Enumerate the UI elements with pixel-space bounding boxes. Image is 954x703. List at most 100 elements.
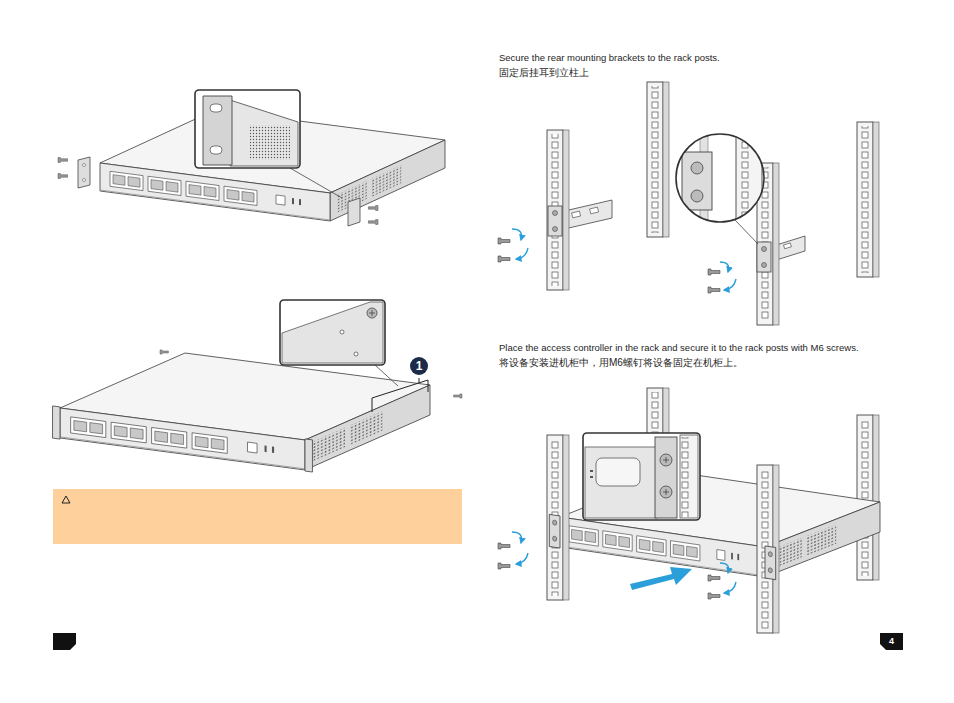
zoom-inset (250, 125, 290, 160)
mounting-ear (549, 514, 560, 548)
zoom-inset (367, 308, 377, 318)
rear-bracket (784, 243, 792, 249)
screw (708, 269, 720, 275)
rack-post (563, 130, 569, 290)
turn-arrow (512, 229, 522, 240)
zoom-inset (195, 90, 300, 168)
screw (498, 563, 510, 569)
zoom-inset (210, 146, 222, 154)
access-controller (560, 517, 765, 577)
zoom-inset (663, 489, 669, 495)
rack-post (563, 435, 569, 600)
mounting-ear (757, 242, 771, 272)
caution-box (62, 496, 70, 503)
page-tab (53, 633, 903, 650)
rack-post (857, 415, 873, 580)
turn-arrow (516, 248, 528, 259)
mounting-ear (768, 568, 772, 574)
screw (498, 238, 510, 244)
zoom-inset (676, 134, 764, 222)
zoom-inset (583, 433, 700, 520)
zoom-inset (680, 435, 698, 518)
screw (368, 206, 378, 211)
access-controller (330, 140, 445, 221)
zoom-inset (354, 352, 358, 356)
screw (498, 543, 720, 599)
rack-post (773, 163, 779, 325)
mounting-bracket (83, 164, 86, 167)
page-tab (53, 633, 76, 650)
instruction-text: 固定后挂耳到立柱上 (499, 66, 589, 80)
push-arrow (630, 567, 692, 590)
access-controller (53, 353, 430, 472)
zoom-inset (210, 104, 222, 112)
screw (708, 287, 720, 293)
zoom-inset (280, 300, 398, 386)
caution-box (53, 489, 462, 544)
zoom-inset (195, 90, 342, 198)
access-controller (765, 502, 880, 577)
zoom-inset (590, 470, 593, 472)
turn-arrow (512, 532, 736, 593)
screw (58, 158, 68, 163)
callout-bracket (372, 380, 428, 412)
rack-post (860, 126, 870, 273)
zoom-inset (585, 447, 657, 518)
turn-arrow (720, 262, 729, 272)
mounting-ear (553, 536, 557, 542)
access-controller (60, 408, 305, 470)
zoom-inset (735, 220, 758, 244)
turn-arrow (516, 553, 528, 564)
turn-arrow (512, 532, 522, 543)
screw (498, 543, 510, 549)
zoom-inset (660, 486, 672, 498)
zoom-inset (583, 433, 700, 520)
mounting-ear (765, 546, 776, 580)
caution-box (53, 489, 462, 544)
mounting-ear (762, 263, 767, 268)
rack-post (857, 122, 873, 277)
callout-bracket (419, 378, 420, 383)
turn-arrow (720, 563, 729, 573)
mounting-ear (549, 514, 775, 579)
screw (454, 394, 462, 398)
rack-post (547, 130, 563, 290)
zoom-inset (290, 168, 342, 198)
rack-post (647, 82, 663, 237)
screw (708, 593, 720, 599)
zoom-inset (676, 130, 764, 244)
screw (708, 575, 720, 581)
zoom-inset (663, 457, 669, 463)
callout-number: 1 (410, 357, 428, 375)
turn-arrow (724, 279, 736, 290)
rack-post (650, 86, 660, 233)
access-controller (53, 406, 313, 472)
zoom-inset (660, 454, 672, 466)
callout-bracket (410, 357, 428, 375)
access-controller (305, 385, 430, 470)
zoom-inset (369, 310, 375, 316)
zoom-inset (596, 458, 640, 486)
turn-arrow (724, 582, 736, 593)
page-number: 4 (880, 633, 903, 650)
rear-bracket (590, 207, 599, 214)
rack-post (547, 435, 779, 633)
mounting-bracket (348, 198, 360, 226)
rack-post (547, 130, 779, 325)
rack-post (663, 82, 669, 237)
zoom-inset (682, 152, 712, 210)
mounting-bracket (83, 179, 86, 182)
screw (498, 238, 720, 293)
instruction-text: 将设备安装进机柜中，用M6螺钉将设备固定在机柜上。 (499, 356, 743, 370)
mounting-ear (553, 520, 557, 526)
mounting-bracket (78, 157, 90, 188)
callout-bracket (372, 357, 428, 412)
zoom-inset (280, 300, 385, 365)
mounting-ear (768, 551, 772, 557)
push-arrow (630, 567, 692, 590)
screw (160, 350, 168, 354)
rack-post (547, 435, 563, 600)
instruction-text: Secure the rear mounting brackets to the… (499, 52, 720, 63)
access-controller (53, 406, 60, 439)
